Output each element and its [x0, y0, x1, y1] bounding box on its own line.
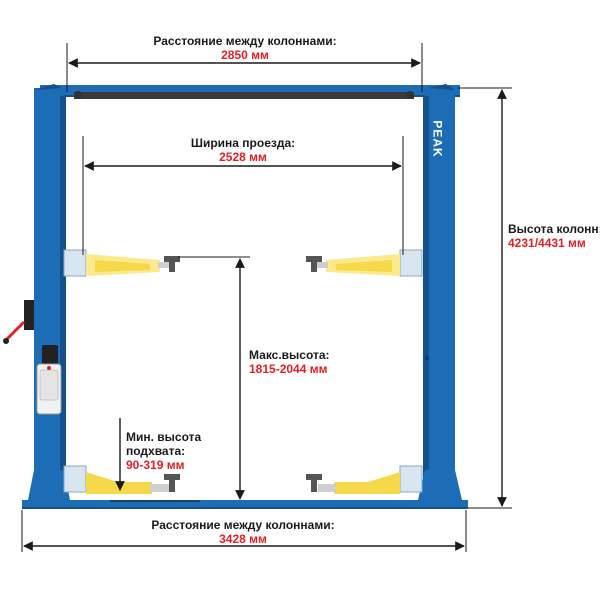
label-max-height-title: Макс.высота: [249, 348, 330, 362]
label-column-distance-top-title: Расстояние между колоннами: [153, 34, 337, 48]
dimension-min-pickup-height [110, 418, 200, 502]
label-drive-width-title: Ширина проезда: [190, 136, 296, 150]
label-column-distance-bottom-value: 3428 мм [219, 532, 267, 546]
label-min-pickup-height-value: 90-319 мм [126, 458, 185, 472]
label-min-pickup-height-title1: Мин. высота [126, 430, 202, 444]
control-switch [24, 300, 34, 330]
base-plate [22, 500, 468, 509]
label-column-height-title: Высота колонн: [508, 222, 600, 236]
label-min-pickup-height-title2: подхвата: [126, 444, 186, 458]
right-lower-arm [306, 465, 423, 494]
label-column-distance-top-value: 2850 мм [221, 48, 269, 62]
label-column-distance-bottom-title: Расстояние между колоннами: [151, 518, 335, 532]
label-drive-width: Ширина проезда: 2528 мм [191, 136, 295, 164]
label-min-pickup-height: Мин. высота подхвата: 90-319 мм [126, 430, 201, 472]
label-column-height-value: 4231/4431 мм [508, 236, 586, 250]
label-column-distance-top: Расстояние между колоннами: 2850 мм [153, 34, 336, 62]
right-column [418, 84, 462, 504]
label-max-height: Макс.высота: 1815-2044 мм [249, 348, 330, 376]
motor-unit [36, 345, 62, 415]
label-drive-width-value: 2528 мм [219, 150, 267, 164]
left-upper-arm [63, 249, 180, 277]
label-max-height-value: 1815-2044 мм [249, 362, 328, 376]
label-column-distance-bottom: Расстояние между колоннами: 3428 мм [151, 518, 334, 546]
top-crossbeam [40, 85, 460, 99]
dimension-max-height [178, 256, 250, 500]
right-upper-arm [306, 249, 423, 277]
dimension-column-distance-top [66, 43, 423, 92]
dimension-drive-width [82, 136, 404, 255]
brand-logo: PEAK [430, 110, 446, 168]
dimension-column-distance-bottom [21, 510, 467, 552]
brand-name: PEAK [431, 120, 445, 158]
left-column [3, 84, 70, 504]
label-column-height: Высота колонн: 4231/4431 мм [508, 222, 600, 250]
dimension-column-height [458, 87, 512, 509]
